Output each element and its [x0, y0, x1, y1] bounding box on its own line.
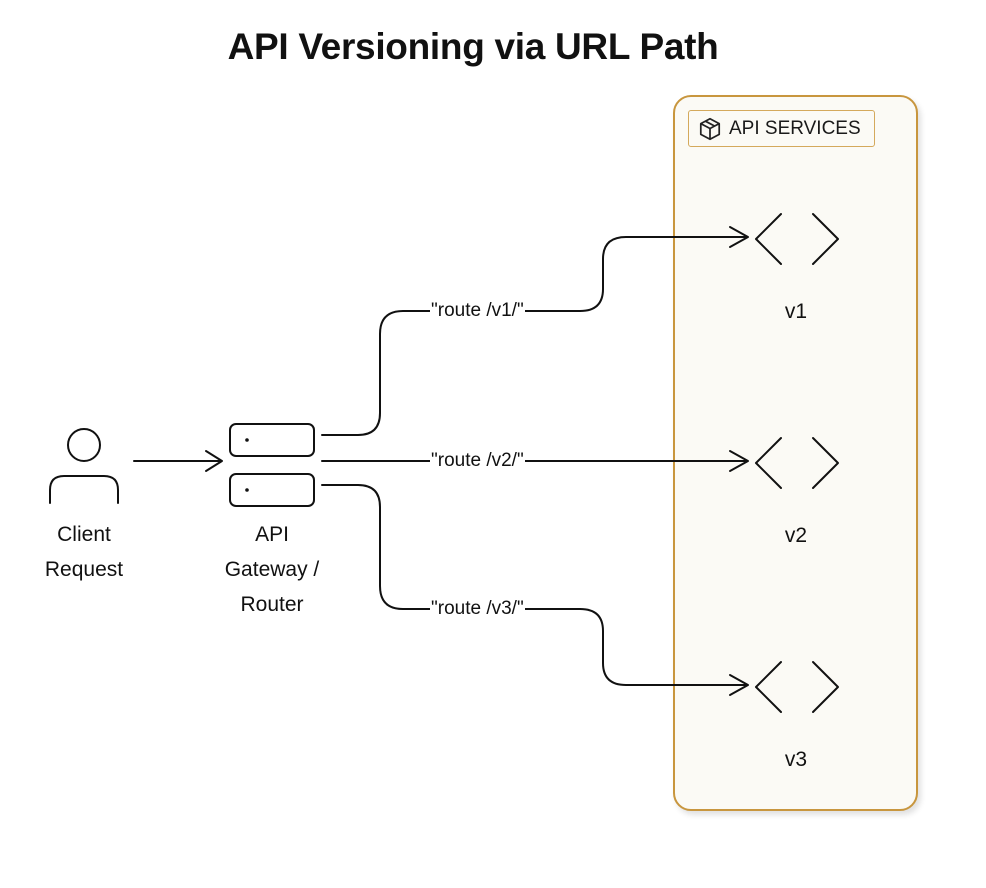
edge-gateway-to-v1	[321, 226, 749, 436]
node-v1-label: v1	[784, 300, 808, 323]
api-services-group[interactable]	[673, 95, 918, 811]
edge-client-to-gateway	[133, 450, 223, 472]
code-brackets-icon	[755, 661, 839, 713]
node-client-label: Client Request	[24, 517, 144, 587]
diagram-title: API Versioning via URL Path	[227, 26, 719, 67]
gateway-label-line3: Router	[240, 593, 304, 616]
edge-label-v1: "route /v1/"	[430, 300, 525, 322]
user-icon	[49, 428, 119, 504]
node-gateway-label: API Gateway / Router	[212, 517, 332, 622]
client-label-line2: Request	[44, 558, 124, 581]
edge-label-v3: "route /v3/"	[430, 598, 525, 620]
api-services-group-label: API SERVICES	[688, 110, 875, 147]
node-v2-label: v2	[784, 524, 808, 547]
server-icon	[229, 423, 315, 507]
node-v3-label: v3	[784, 748, 808, 771]
code-brackets-icon	[755, 437, 839, 489]
edge-gateway-to-v3	[321, 484, 749, 696]
api-services-label: API SERVICES	[729, 117, 861, 139]
code-brackets-icon	[755, 213, 839, 265]
gateway-label-line2: Gateway /	[224, 558, 320, 581]
package-icon	[699, 117, 721, 140]
edge-gateway-to-v2	[321, 450, 749, 472]
client-label-line1: Client	[57, 523, 111, 546]
edge-label-v2: "route /v2/"	[430, 450, 525, 472]
gateway-label-line1: API	[255, 523, 289, 546]
